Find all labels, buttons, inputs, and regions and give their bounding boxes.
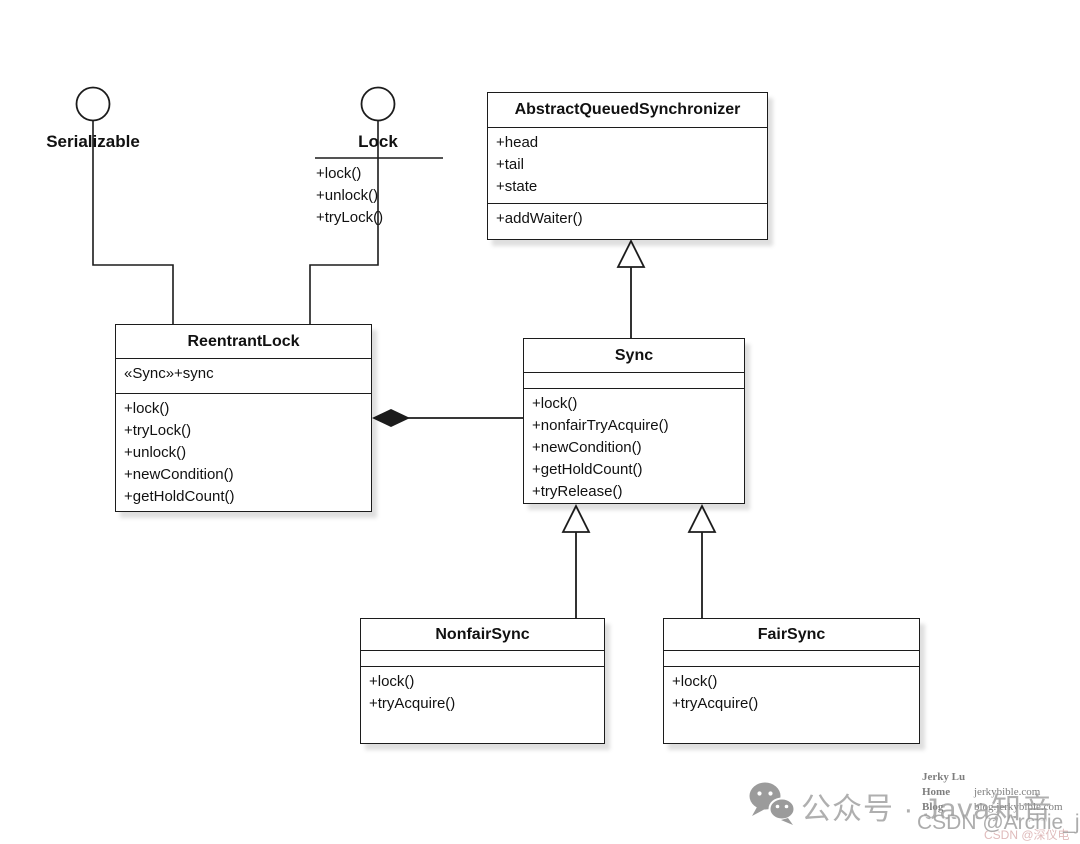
- class-nonfairsync: NonfairSync +lock() +tryAcquire(): [360, 618, 605, 744]
- method-item: +newCondition(): [124, 466, 234, 483]
- class-attributes-empty: [524, 373, 744, 389]
- class-title: Sync: [524, 339, 744, 373]
- generalization-arrowhead-icon: [687, 503, 717, 533]
- wechat-icon: [749, 782, 796, 825]
- method-item: +lock(): [124, 400, 170, 417]
- class-methods: +lock() +tryLock() +unlock() +newConditi…: [116, 394, 371, 511]
- generalization-arrowhead-icon: [561, 503, 591, 533]
- author-name: Jerky Lu: [922, 771, 966, 783]
- class-abstractqueuedsynchronizer: AbstractQueuedSynchronizer +head +tail +…: [487, 92, 768, 240]
- wechat-watermark-text: 公众号 · Java知音: [801, 793, 1054, 826]
- class-methods: +lock() +tryAcquire(): [664, 667, 919, 743]
- interface-lock-label: Lock: [358, 132, 398, 151]
- class-methods: +addWaiter(): [488, 204, 767, 239]
- interface-serializable-label: Serializable: [46, 132, 140, 151]
- composition-diamond-icon: [372, 409, 410, 427]
- home-label: Home: [922, 786, 951, 798]
- method-item: +getHoldCount(): [124, 488, 235, 505]
- csdn-faint-watermark: CSDN @深仪电: [984, 828, 1070, 842]
- method-item: +addWaiter(): [496, 210, 583, 227]
- class-title: ReentrantLock: [116, 325, 371, 359]
- class-reentrantlock: ReentrantLock «Sync»+sync +lock() +tryLo…: [115, 324, 372, 512]
- class-attributes-empty: [361, 651, 604, 667]
- attribute-item: +state: [496, 178, 538, 195]
- blog-label: Blog: [922, 801, 944, 813]
- class-methods: +lock() +nonfairTryAcquire() +newConditi…: [524, 389, 744, 503]
- serializable-connector-line: [92, 120, 174, 324]
- home-url: jerkybible.com: [974, 786, 1041, 798]
- method-item: +unlock(): [316, 187, 379, 204]
- method-item: +newCondition(): [532, 439, 642, 456]
- attribute-item: +head: [496, 134, 539, 151]
- method-item: +tryLock(): [124, 422, 192, 439]
- author-home-row: Home jerkybible.com: [922, 785, 1063, 800]
- method-item: +tryRelease(): [532, 483, 623, 500]
- class-fairsync: FairSync +lock() +tryAcquire(): [663, 618, 920, 744]
- class-title: NonfairSync: [361, 619, 604, 651]
- method-item: +unlock(): [124, 444, 187, 461]
- class-title: FairSync: [664, 619, 919, 651]
- attribute-item: «Sync»+sync: [124, 365, 214, 382]
- method-item: +tryAcquire(): [672, 695, 759, 712]
- generalization-arrowhead-icon: [616, 238, 646, 268]
- method-item: +lock(): [672, 673, 718, 690]
- class-attributes-empty: [664, 651, 919, 667]
- attribute-item: +tail: [496, 156, 524, 173]
- method-item: +nonfairTryAcquire(): [532, 417, 669, 434]
- class-attributes: +head +tail +state: [488, 128, 767, 204]
- lock-lollipop-circle: [360, 86, 396, 122]
- method-item: +tryLock(): [316, 209, 384, 226]
- method-item: +lock(): [369, 673, 415, 690]
- serializable-lollipop-circle: [75, 86, 111, 122]
- method-item: +lock(): [316, 165, 362, 182]
- method-item: +lock(): [532, 395, 578, 412]
- interface-lock-methods: +lock() +unlock() +tryLock(): [316, 163, 383, 229]
- class-title: AbstractQueuedSynchronizer: [488, 93, 767, 128]
- class-attributes: «Sync»+sync: [116, 359, 371, 394]
- author-blog-row: Blog blog.jerkybible.com: [922, 800, 1063, 815]
- csdn-watermark: CSDN @Archie_java: [917, 811, 1080, 834]
- method-item: +getHoldCount(): [532, 461, 643, 478]
- lock-connector-line: [309, 120, 379, 324]
- author-info-block: Jerky Lu Home jerkybible.com Blog blog.j…: [922, 770, 1063, 815]
- class-sync: Sync +lock() +nonfairTryAcquire() +newCo…: [523, 338, 745, 504]
- method-item: +tryAcquire(): [369, 695, 456, 712]
- class-methods: +lock() +tryAcquire(): [361, 667, 604, 743]
- blog-url: blog.jerkybible.com: [974, 801, 1063, 813]
